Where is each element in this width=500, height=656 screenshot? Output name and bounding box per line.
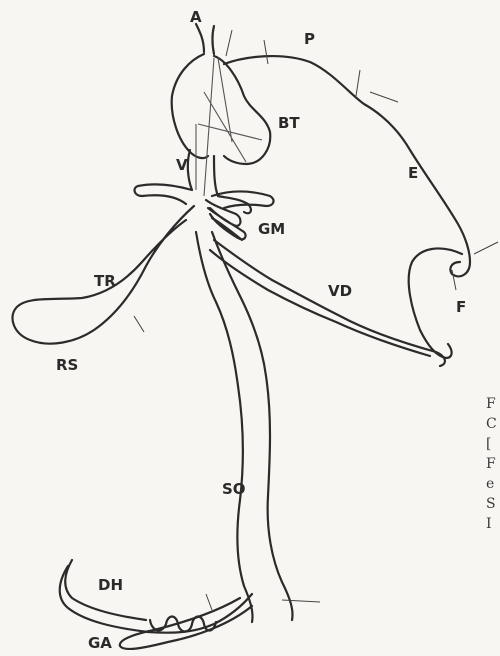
label-vd: VD	[328, 282, 352, 300]
label-p: P	[304, 30, 315, 48]
tube-so	[196, 232, 293, 622]
label-ga: GA	[88, 634, 112, 652]
label-gm: GM	[258, 220, 285, 238]
caption-char: e	[486, 476, 494, 492]
caption-char: I	[486, 516, 492, 532]
label-dh: DH	[98, 576, 123, 594]
duct-vd	[210, 240, 445, 366]
organ-bt	[172, 54, 271, 164]
label-e: E	[408, 164, 418, 182]
label-so: SO	[222, 480, 246, 498]
caption-char: S	[486, 496, 496, 512]
label-v: V	[176, 156, 188, 174]
cut-off-caption: F C [ F e S I	[486, 396, 497, 532]
label-f: F	[456, 298, 466, 316]
duct-a	[196, 24, 214, 54]
duct-dh-ga	[60, 560, 252, 633]
caption-char: F	[486, 396, 496, 412]
caption-char: C	[486, 416, 497, 432]
label-tr: TR	[94, 272, 116, 290]
duct-p-e-f	[224, 56, 470, 358]
label-bt: BT	[278, 114, 300, 132]
rs-tick	[134, 316, 144, 332]
organ-bt-internal	[196, 58, 262, 196]
label-rs: RS	[56, 356, 78, 374]
organ-ga	[120, 598, 252, 649]
caption-char: F	[486, 456, 496, 472]
caption-char: [	[486, 436, 491, 452]
label-a: A	[190, 8, 202, 26]
